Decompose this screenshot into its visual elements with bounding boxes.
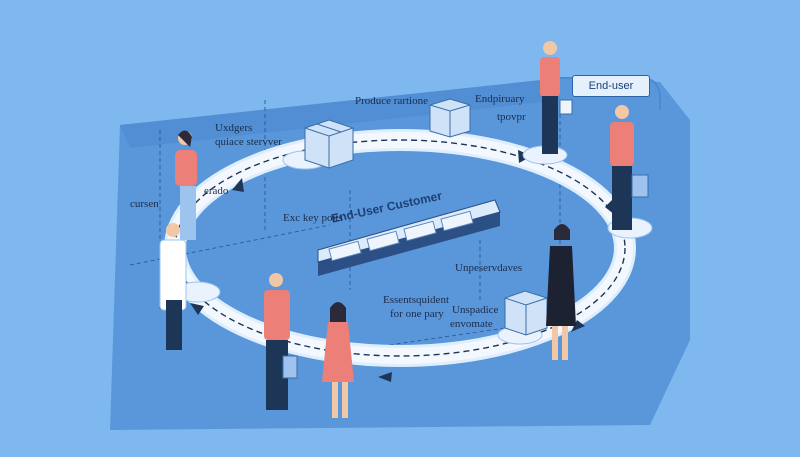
tray-icon (317, 199, 501, 276)
uxdgers-label-2: quiace stervver (215, 136, 282, 148)
essentsquident-label-2: for one pary (390, 308, 444, 320)
arrow-icon (232, 178, 244, 192)
arrow-icon (378, 372, 392, 382)
produce-rartione-label: Produce rartione (355, 95, 428, 107)
person-icon (610, 105, 649, 230)
person-icon (546, 224, 576, 360)
person-icon (175, 130, 197, 240)
uxdgers-label-1: Uxdgers (215, 122, 253, 134)
exc-key-poits-label: Exc key poits (283, 212, 343, 224)
essentsquident-label-1: Essentsquident (383, 294, 449, 306)
arrow-icon (190, 303, 204, 315)
erado-label: erado (204, 185, 229, 197)
loop-dashes (174, 139, 626, 357)
unspadice-label-1: Unspadice (452, 304, 499, 316)
cursen-label: cursen (130, 198, 159, 210)
person-icon (540, 41, 573, 154)
end-user-badge: End-user (572, 75, 650, 97)
tpovpr-label: tpovpr (497, 111, 526, 123)
floor-edge (120, 78, 560, 148)
unpeservdaves-label: Unpeservdaves (455, 262, 523, 274)
person-icon (159, 223, 187, 350)
box-icon (504, 290, 548, 336)
box-icon (304, 119, 354, 169)
arrow-icon (571, 320, 585, 332)
person-icon (322, 302, 354, 418)
box-icon (429, 98, 471, 138)
person-icon (264, 273, 298, 410)
endpiruary-label: Endpiruary (475, 93, 525, 105)
unspadice-label-2: envomate (450, 318, 493, 330)
